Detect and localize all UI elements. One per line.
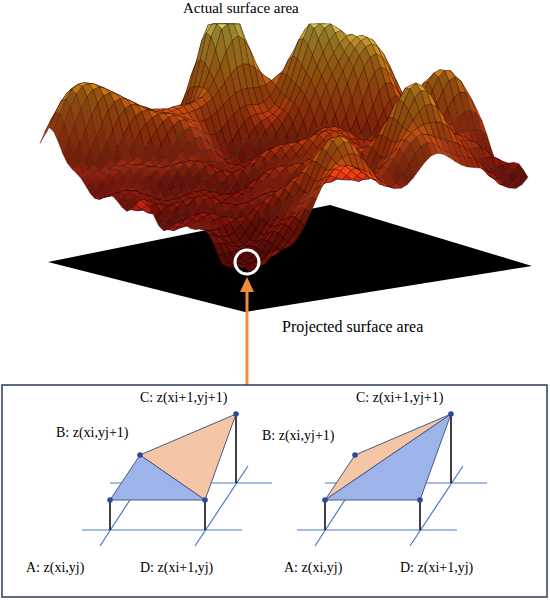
- mesh-cell: [72, 166, 83, 174]
- mesh-cell: [499, 184, 510, 188]
- surface-mesh: [40, 24, 528, 273]
- mesh-cell: [493, 178, 504, 184]
- mesh-cell: [330, 163, 341, 170]
- mesh-cell: [372, 172, 383, 183]
- mesh-cell: [95, 194, 106, 200]
- projected-plane: [48, 205, 532, 312]
- mesh-cell: [384, 186, 395, 189]
- mesh-cell: [445, 151, 456, 162]
- mesh-cell: [127, 161, 138, 165]
